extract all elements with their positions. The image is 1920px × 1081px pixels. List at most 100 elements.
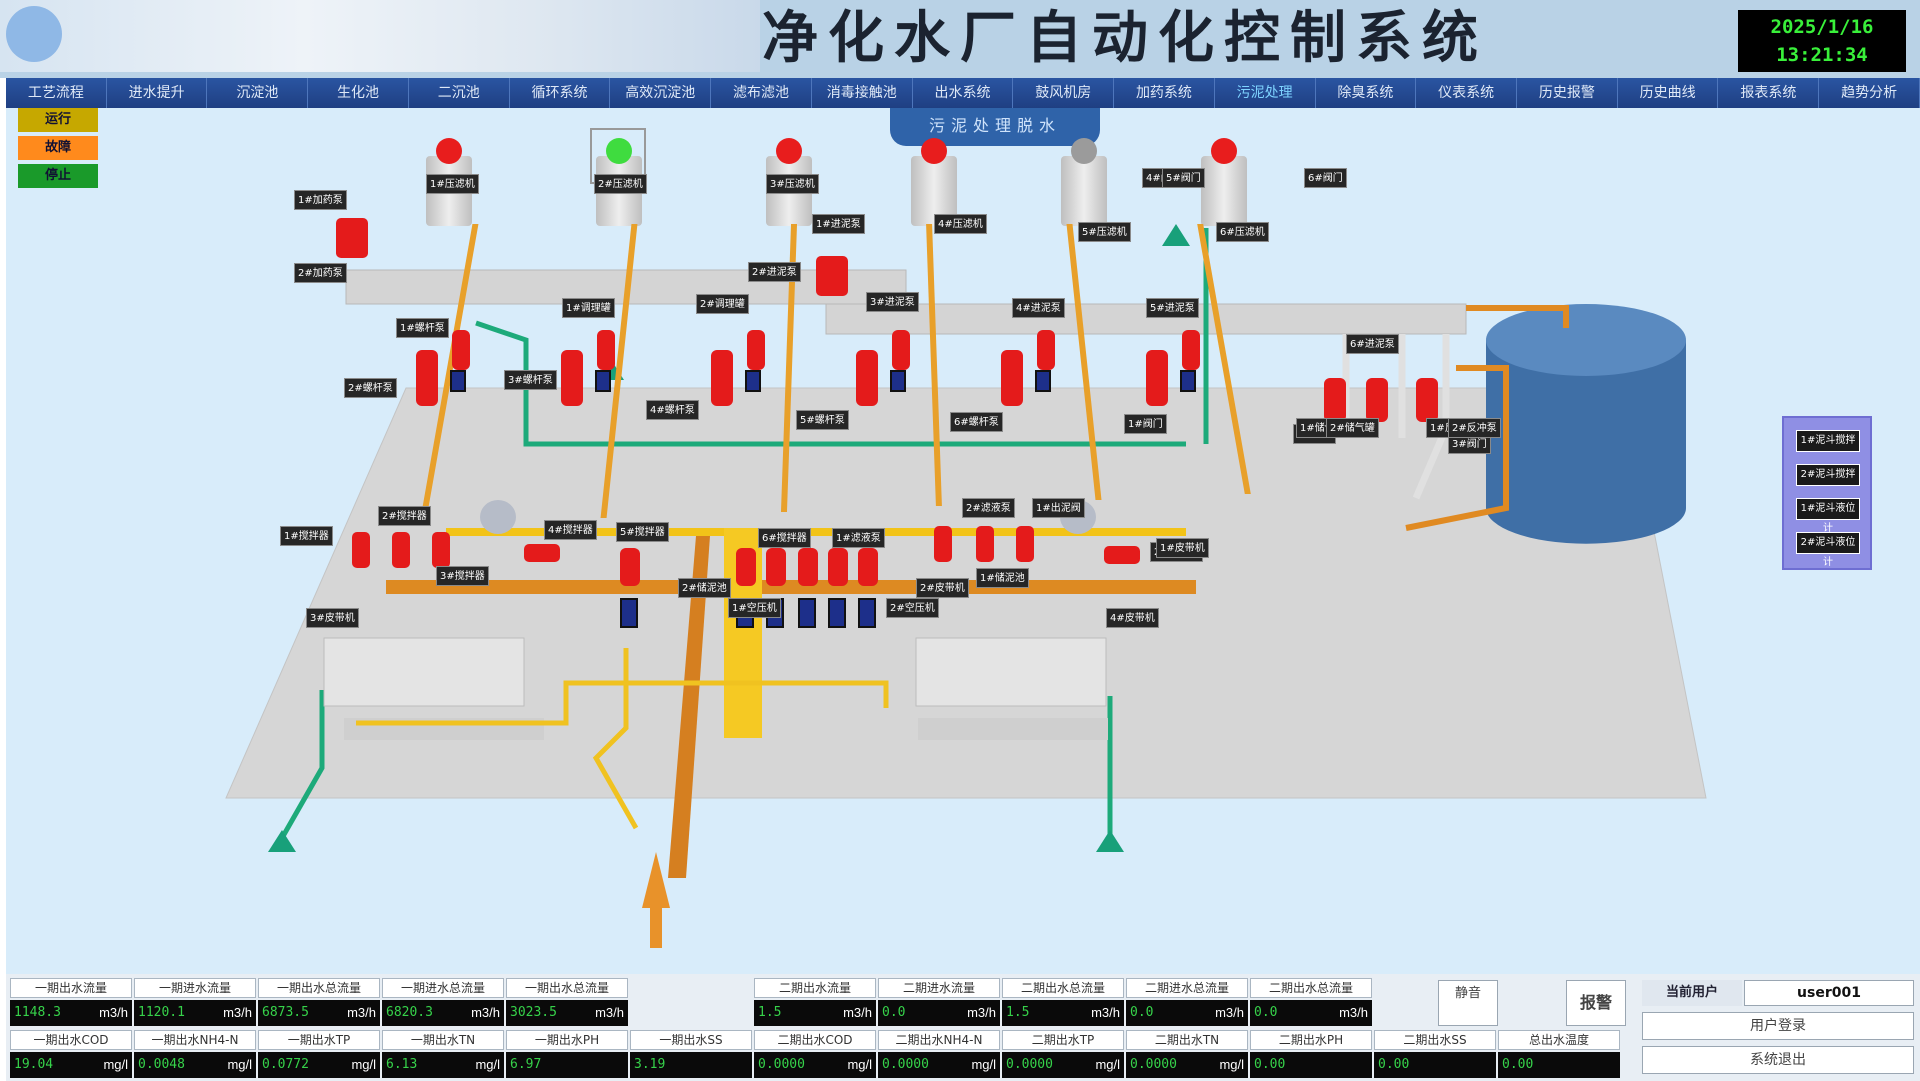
logo-icon bbox=[6, 6, 62, 62]
nav-item-sludge[interactable]: 污泥处理 bbox=[1215, 78, 1316, 108]
nav-item-biochem[interactable]: 生化池 bbox=[308, 78, 409, 108]
storage-tank bbox=[1486, 304, 1686, 544]
nav-item-settling[interactable]: 沉淀池 bbox=[207, 78, 309, 108]
nav-item-hi-eff[interactable]: 高效沉淀池 bbox=[610, 78, 712, 108]
nav-item-reports[interactable]: 报表系统 bbox=[1718, 78, 1820, 108]
alarm-button[interactable]: 报警 bbox=[1566, 980, 1626, 1026]
tank2-level-button[interactable]: 2#泥斗液位计 bbox=[1796, 532, 1860, 568]
upper-beam-right bbox=[825, 303, 1467, 335]
nav-item-inlet-lift[interactable]: 进水提升 bbox=[107, 78, 208, 108]
measurement-value-box: 0.0000 mg/l bbox=[878, 1052, 1000, 1078]
measurement-value: 0.0000 bbox=[882, 1057, 929, 1072]
nav-item-deodor[interactable]: 除臭系统 bbox=[1316, 78, 1417, 108]
exit-button[interactable]: 系统退出 bbox=[1642, 1046, 1914, 1074]
measurement-value: 0.00 bbox=[1378, 1057, 1410, 1072]
measurement-unit: m3/h bbox=[595, 1005, 624, 1020]
login-button[interactable]: 用户登录 bbox=[1642, 1012, 1914, 1040]
measurement-label: 二期进水流量 bbox=[878, 978, 1000, 998]
nav-item-instruments[interactable]: 仪表系统 bbox=[1416, 78, 1518, 108]
clock: 2025/1/16 13:21:34 bbox=[1738, 10, 1906, 72]
nav-item-outlet[interactable]: 出水系统 bbox=[913, 78, 1014, 108]
dewater-unit-left bbox=[323, 637, 525, 707]
measurement-cell: 一期出水总流量 6873.5 m3/h bbox=[258, 978, 380, 1026]
measurement-unit: mg/l bbox=[103, 1057, 128, 1072]
process-diagram bbox=[225, 224, 1707, 948]
measurement-cell: 二期出水NH4-N 0.0000 mg/l bbox=[878, 1030, 1000, 1078]
nav-item-alarm-history[interactable]: 历史报警 bbox=[1517, 78, 1618, 108]
nav-item-circulation[interactable]: 循环系统 bbox=[510, 78, 611, 108]
silence-button[interactable]: 静音 bbox=[1438, 980, 1498, 1026]
tank1-mixer-button[interactable]: 1#泥斗搅拌 bbox=[1796, 430, 1860, 452]
measurement-value: 0.0 bbox=[1130, 1005, 1154, 1020]
measurement-unit: mg/l bbox=[475, 1057, 500, 1072]
nav-item-trend[interactable]: 趋势分析 bbox=[1819, 78, 1920, 108]
nav-item-process[interactable]: 工艺流程 bbox=[6, 78, 107, 108]
measurement-label: 一期出水SS bbox=[630, 1030, 752, 1050]
measurement-value: 3023.5 bbox=[510, 1005, 557, 1020]
nav-item-disinfect[interactable]: 消毒接触池 bbox=[812, 78, 913, 108]
measurement-label: 二期出水流量 bbox=[754, 978, 876, 998]
measurement-unit: m3/h bbox=[347, 1005, 376, 1020]
measurement-unit: m3/h bbox=[1215, 1005, 1244, 1020]
yellow-loop-bottom bbox=[356, 680, 889, 726]
dewater-unit-right bbox=[915, 637, 1107, 707]
nav-item-blower[interactable]: 鼓风机房 bbox=[1013, 78, 1115, 108]
measurement-value: 0.0772 bbox=[262, 1057, 309, 1072]
yellow-header bbox=[446, 528, 1186, 536]
measurement-label: 一期进水总流量 bbox=[382, 978, 504, 998]
green-outlet-left bbox=[279, 690, 325, 840]
clock-date: 2025/1/16 bbox=[1770, 16, 1874, 38]
measurement-value: 1.5 bbox=[758, 1005, 782, 1020]
measurement-value-box: 6.13 mg/l bbox=[382, 1052, 504, 1078]
legend-fault: 故障 bbox=[18, 136, 98, 160]
nav-item-dosing[interactable]: 加药系统 bbox=[1114, 78, 1215, 108]
measurement-label: 二期出水总流量 bbox=[1250, 978, 1372, 998]
measurement-label: 二期出水SS bbox=[1374, 1030, 1496, 1050]
tank1-level-button[interactable]: 1#泥斗液位计 bbox=[1796, 498, 1860, 534]
measurement-unit: m3/h bbox=[471, 1005, 500, 1020]
measurement-value-box: 3023.5 m3/h bbox=[506, 1000, 628, 1026]
measurement-value-box: 19.04 mg/l bbox=[10, 1052, 132, 1078]
current-user-value: user001 bbox=[1744, 980, 1914, 1006]
measurement-unit: m3/h bbox=[967, 1005, 996, 1020]
tank2-mixer-button[interactable]: 2#泥斗搅拌 bbox=[1796, 464, 1860, 486]
measurement-unit: mg/l bbox=[971, 1057, 996, 1072]
nav-item-cloth-filter[interactable]: 滤布滤池 bbox=[711, 78, 812, 108]
measurement-value: 0.0 bbox=[1254, 1005, 1278, 1020]
nav-item-curve-history[interactable]: 历史曲线 bbox=[1618, 78, 1719, 108]
measurement-value: 6.97 bbox=[510, 1057, 542, 1072]
measurement-label: 一期出水TN bbox=[382, 1030, 504, 1050]
measurement-value: 3.19 bbox=[634, 1057, 666, 1072]
tank-inlet-pipe bbox=[1466, 305, 1569, 328]
main-trunk bbox=[668, 536, 710, 878]
measurement-value: 6873.5 bbox=[262, 1005, 309, 1020]
measurement-label: 二期出水NH4-N bbox=[878, 1030, 1000, 1050]
measurement-value: 19.04 bbox=[14, 1057, 54, 1072]
measurement-label: 二期出水总流量 bbox=[1002, 978, 1124, 998]
measurement-value: 0.0 bbox=[882, 1005, 906, 1020]
measurement-value-box: 0.0 m3/h bbox=[1126, 1000, 1248, 1026]
measurement-value-box: 0.00 bbox=[1250, 1052, 1372, 1078]
measurement-label: 一期出水总流量 bbox=[258, 978, 380, 998]
nav-item-secondary[interactable]: 二沉池 bbox=[409, 78, 510, 108]
measurement-value: 6.13 bbox=[386, 1057, 418, 1072]
measurement-value: 1120.1 bbox=[138, 1005, 185, 1020]
measurement-value-box: 3.19 bbox=[630, 1052, 752, 1078]
